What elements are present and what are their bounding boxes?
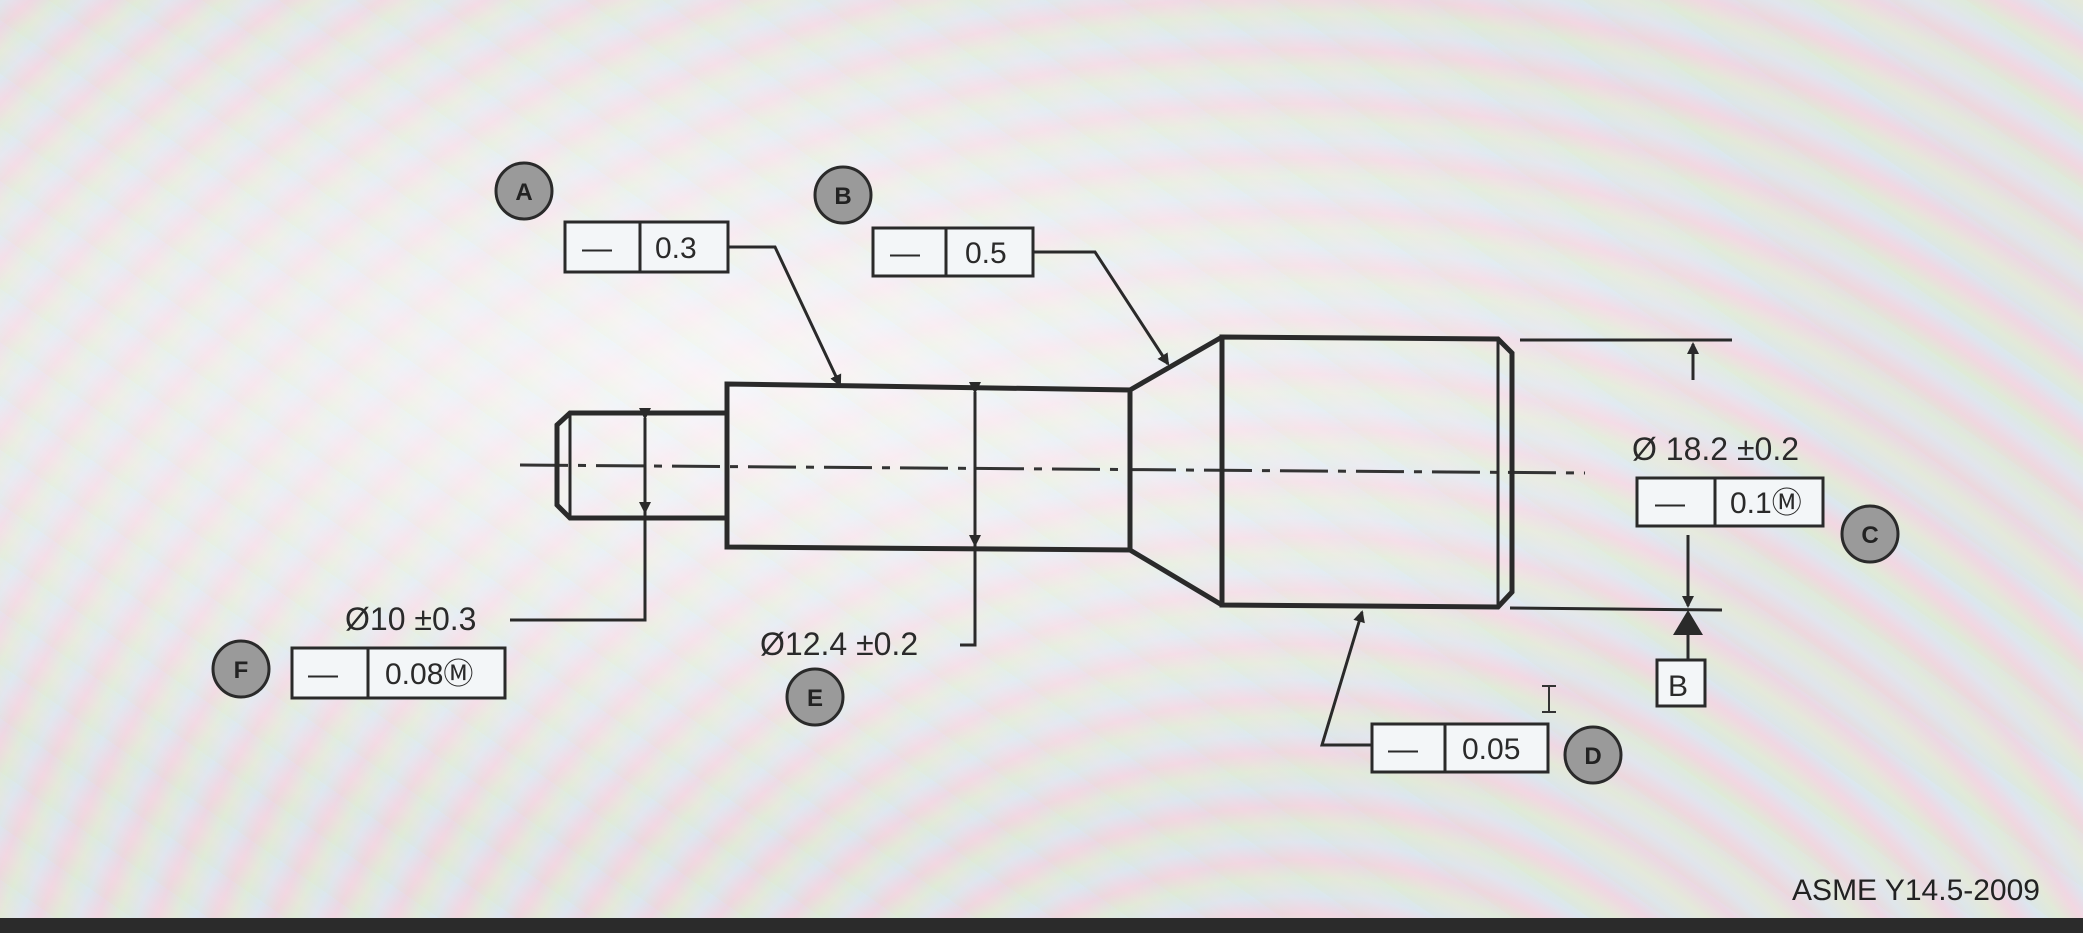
- standard-label: ASME Y14.5-2009: [1792, 874, 2040, 907]
- svg-text:D: D: [1584, 743, 1601, 770]
- dim-large-text: Ø 18.2 ±0.2: [1632, 431, 1799, 467]
- svg-text:C: C: [1861, 522, 1878, 549]
- svg-text:E: E: [807, 685, 823, 712]
- frame-a-value: 0.3: [655, 232, 697, 265]
- balloon-a: A: [494, 161, 554, 221]
- frame-c-value: 0.1Ⓜ: [1730, 487, 1802, 520]
- leader-b: [1033, 250, 1170, 366]
- svg-text:F: F: [234, 657, 249, 684]
- feature-control-frame-f: — 0.08Ⓜ: [290, 646, 507, 700]
- dim-middle-text: Ø12.4 ±0.2: [760, 626, 918, 662]
- balloon-c: C: [1840, 504, 1900, 564]
- feature-control-frame-c: — 0.1Ⓜ: [1635, 476, 1825, 528]
- frame-f-value: 0.08Ⓜ: [385, 658, 473, 691]
- feature-control-frame-d: — 0.05: [1370, 722, 1550, 774]
- leader-a: [728, 245, 842, 387]
- frame-d-value: 0.05: [1462, 733, 1520, 766]
- frame-c-symbol: —: [1655, 487, 1685, 520]
- balloon-f: F: [211, 639, 271, 699]
- datum-label: B: [1668, 670, 1688, 703]
- frame-f-symbol: —: [308, 658, 338, 691]
- svg-text:A: A: [515, 179, 532, 206]
- svg-text:B: B: [834, 183, 851, 210]
- feature-control-frame-a: — 0.3: [563, 220, 730, 274]
- datum-triangle: [1673, 610, 1703, 635]
- feature-control-frame-b: — 0.5: [871, 226, 1035, 278]
- monitor-bezel: [0, 918, 2083, 933]
- balloon-d: D: [1563, 725, 1623, 785]
- ext-line-bottom: [1509, 606, 1723, 612]
- dim-small-text: Ø10 ±0.3: [345, 601, 476, 637]
- center-line: [519, 463, 1586, 475]
- datum-box: [1655, 658, 1707, 708]
- frame-b-value: 0.5: [965, 237, 1007, 270]
- shaft-small-step: [554, 410, 727, 521]
- leader-small-dim: [510, 512, 647, 622]
- frame-b-symbol: —: [890, 237, 920, 270]
- frame-d-symbol: —: [1388, 733, 1418, 766]
- frame-a-symbol: —: [582, 232, 612, 265]
- leader-d: [1319, 610, 1372, 747]
- shaft-taper: [1128, 334, 1224, 608]
- leader-middle-dim: [960, 545, 977, 647]
- balloon-e: E: [785, 667, 845, 727]
- balloon-b: B: [813, 165, 873, 225]
- text-cursor-icon: [1542, 685, 1556, 713]
